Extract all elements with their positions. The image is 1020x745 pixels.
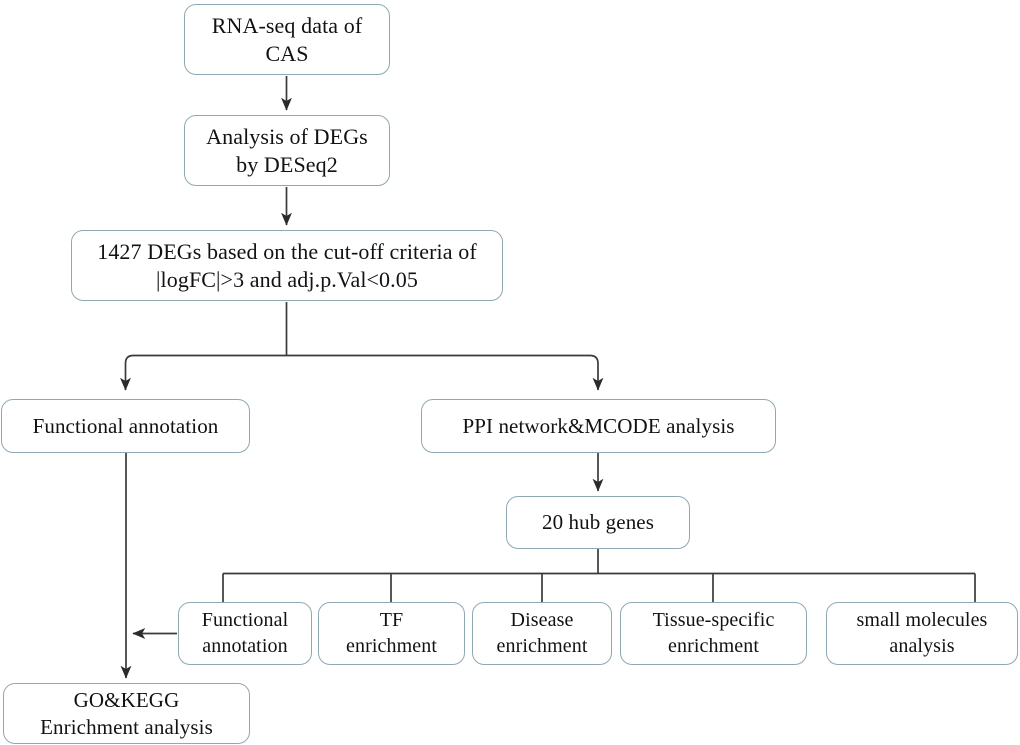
node-small-molecules-analysis-label: small molecules analysis [856,609,988,657]
node-hub-genes[interactable]: 20 hub genes [506,496,690,549]
edge-degs-to-funcannot [120,354,287,391]
node-ppi-network-mcode[interactable]: PPI network&MCODE analysis [421,399,776,453]
node-degs-cutoff[interactable]: 1427 DEGs based on the cut-off criteria … [71,230,503,301]
node-go-kegg-enrichment[interactable]: GO&KEGG Enrichment analysis [3,683,250,744]
edge-degs-to-ppi [286,354,604,391]
node-go-kegg-enrichment-label: GO&KEGG Enrichment analysis [40,688,213,739]
node-tf-enrichment-label: TF enrichment [346,609,437,657]
node-rnaseq-data[interactable]: RNA-seq data of CAS [184,4,390,75]
node-tissue-specific-enrichment[interactable]: Tissue-specific enrichment [620,602,807,665]
node-deseq-analysis-label: Analysis of DEGs by DESeq2 [206,123,368,177]
node-small-molecules-analysis[interactable]: small molecules analysis [826,602,1018,665]
node-functional-annotation[interactable]: Functional annotation [1,399,250,453]
node-tf-enrichment[interactable]: TF enrichment [318,602,465,665]
node-degs-cutoff-label: 1427 DEGs based on the cut-off criteria … [97,238,477,292]
node-ppi-network-mcode-label: PPI network&MCODE analysis [462,413,735,438]
node-hub-genes-label: 20 hub genes [541,510,654,535]
node-disease-enrichment[interactable]: Disease enrichment [472,602,612,665]
node-deseq-analysis[interactable]: Analysis of DEGs by DESeq2 [184,115,390,186]
node-functional-annotation-label: Functional annotation [32,413,219,438]
node-functional-annotation-downstream[interactable]: Functional annotation [178,602,312,665]
node-tissue-specific-enrichment-label: Tissue-specific enrichment [652,609,775,657]
node-rnaseq-data-label: RNA-seq data of CAS [211,12,363,66]
node-disease-enrichment-label: Disease enrichment [496,609,588,657]
node-functional-annotation-downstream-label: Functional annotation [201,609,289,657]
